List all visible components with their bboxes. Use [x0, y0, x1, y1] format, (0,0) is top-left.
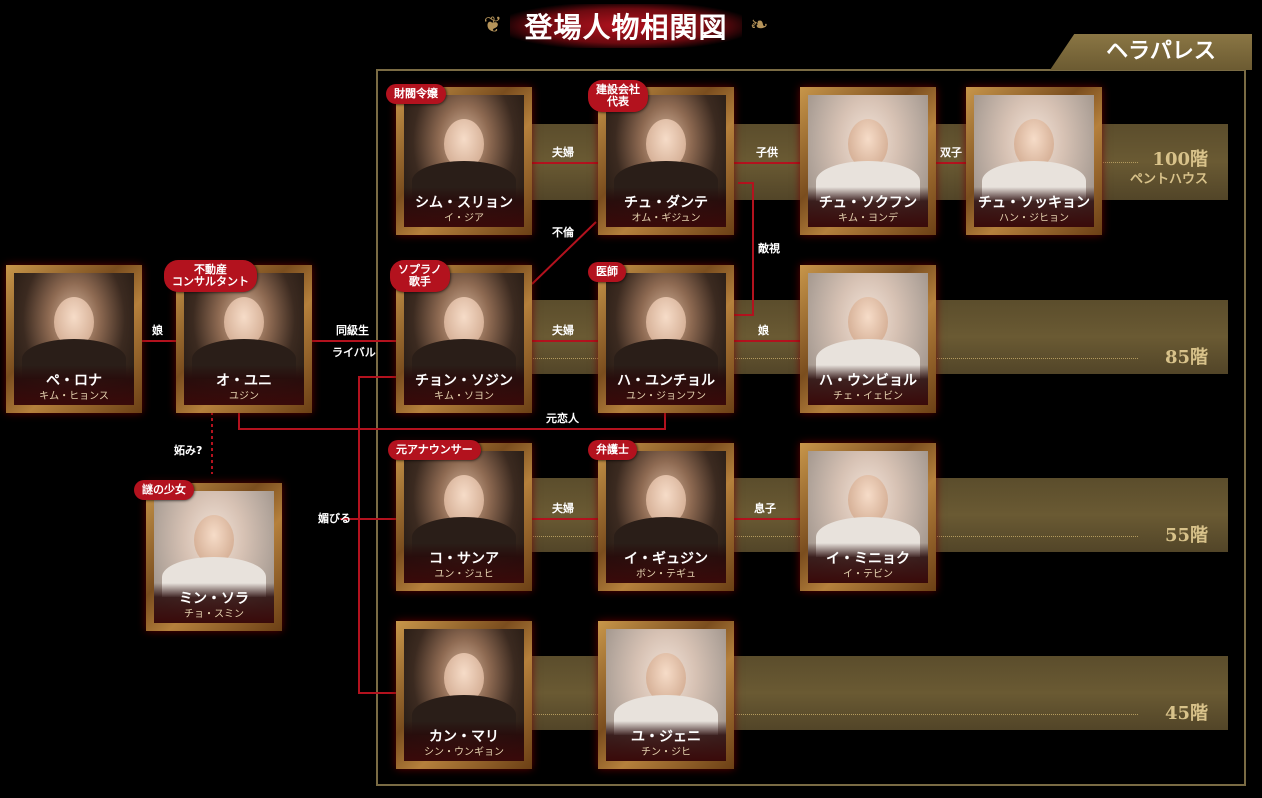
name-plate: イ・ギュジンボン・テギュ — [606, 543, 726, 583]
name-plate: オ・ユニユジン — [184, 365, 304, 405]
name-plate: ハ・ウンビョルチェ・イェビン — [808, 365, 928, 405]
actor-name: チョ・スミン — [154, 608, 274, 621]
role-badge-yunchol: 医師 — [588, 262, 626, 282]
character-name: ペ・ロナ — [14, 373, 134, 390]
portrait-frame: チュ・ソクフンキム・ヨンデ — [808, 95, 928, 227]
character-card-sokhun[interactable]: チュ・ソクフンキム・ヨンデ — [800, 87, 936, 235]
character-card-shim[interactable]: シム・スリョンイ・ジア — [396, 87, 532, 235]
character-name: チュ・ソクフン — [808, 195, 928, 212]
relation-label: 夫婦 — [552, 322, 574, 338]
actor-name: イ・テビン — [808, 568, 928, 581]
actor-name: チン・ジヒ — [606, 746, 726, 759]
portrait-frame: ハ・ウンビョルチェ・イェビン — [808, 273, 928, 405]
character-name: イ・ギュジン — [606, 551, 726, 568]
name-plate: コ・サンアユン・ジュヒ — [404, 543, 524, 583]
character-name: カン・マリ — [404, 729, 524, 746]
relation-label: 娘 — [152, 322, 163, 338]
portrait-frame: チョン・ソジンキム・ソヨン — [404, 273, 524, 405]
portrait-frame: シム・スリョンイ・ジア — [404, 95, 524, 227]
name-plate: チョン・ソジンキム・ソヨン — [404, 365, 524, 405]
character-name: チュ・ダンテ — [606, 195, 726, 212]
character-name: チョン・ソジン — [404, 373, 524, 390]
portrait-frame: ペ・ロナキム・ヒョンス — [14, 273, 134, 405]
portrait-frame: カン・マリシン・ウンギョン — [404, 629, 524, 761]
portrait-frame: オ・ユニユジン — [184, 273, 304, 405]
role-badge-sojin: ソプラノ 歌手 — [390, 260, 450, 292]
character-name: ハ・ユンチョル — [606, 373, 726, 390]
portrait-frame: イ・ギュジンボン・テギュ — [606, 451, 726, 583]
character-name: コ・サンア — [404, 551, 524, 568]
role-badge-yuni: 不動産 コンサルタント — [164, 260, 257, 292]
name-plate: シム・スリョンイ・ジア — [404, 187, 524, 227]
actor-name: ボン・テギュ — [606, 568, 726, 581]
relation-label: 息子 — [754, 500, 776, 516]
relation-label: 夫婦 — [552, 500, 574, 516]
role-badge-gyujin: 弁護士 — [588, 440, 637, 460]
character-card-sana[interactable]: コ・サンアユン・ジュヒ — [396, 443, 532, 591]
character-name: ハ・ウンビョル — [808, 373, 928, 390]
character-name: シム・スリョン — [404, 195, 524, 212]
name-plate: カン・マリシン・ウンギョン — [404, 721, 524, 761]
character-name: チュ・ソッキョン — [974, 195, 1094, 212]
role-badge-sora: 謎の少女 — [134, 480, 194, 500]
name-plate: ペ・ロナキム・ヒョンス — [14, 365, 134, 405]
relation-label: 元恋人 — [546, 410, 579, 426]
name-plate: ユ・ジェニチン・ジヒ — [606, 721, 726, 761]
name-plate: イ・ミニョクイ・テビン — [808, 543, 928, 583]
portrait-frame: イ・ミニョクイ・テビン — [808, 451, 928, 583]
character-card-unbyol[interactable]: ハ・ウンビョルチェ・イェビン — [800, 265, 936, 413]
portrait-frame: チュ・ソッキョンハン・ジヒョン — [974, 95, 1094, 227]
relation-label: 不倫 — [552, 224, 574, 240]
actor-name: ハン・ジヒョン — [974, 212, 1094, 225]
actor-name: キム・ソヨン — [404, 390, 524, 403]
relation-label: ライバル — [332, 344, 376, 360]
character-card-mari[interactable]: カン・マリシン・ウンギョン — [396, 621, 532, 769]
relation-label: 双子 — [940, 144, 962, 160]
portrait-frame: コ・サンアユン・ジュヒ — [404, 451, 524, 583]
character-card-jeni[interactable]: ユ・ジェニチン・ジヒ — [598, 621, 734, 769]
portrait-frame: ユ・ジェニチン・ジヒ — [606, 629, 726, 761]
relation-label: 同級生 — [336, 322, 369, 338]
relation-label: 敵視 — [758, 240, 780, 256]
character-name: オ・ユニ — [184, 373, 304, 390]
character-card-sokkyong[interactable]: チュ・ソッキョンハン・ジヒョン — [966, 87, 1102, 235]
name-plate: チュ・ソクフンキム・ヨンデ — [808, 187, 928, 227]
relation-label: 子供 — [756, 144, 778, 160]
name-plate: チュ・ソッキョンハン・ジヒョン — [974, 187, 1094, 227]
actor-name: キム・ヒョンス — [14, 390, 134, 403]
character-name: イ・ミニョク — [808, 551, 928, 568]
name-plate: ハ・ユンチョルユン・ジョンフン — [606, 365, 726, 405]
actor-name: ユン・ジュヒ — [404, 568, 524, 581]
name-plate: ミン・ソラチョ・スミン — [154, 583, 274, 623]
relation-label: 媚びる — [318, 510, 351, 526]
character-card-minhyok[interactable]: イ・ミニョクイ・テビン — [800, 443, 936, 591]
actor-name: チェ・イェビン — [808, 390, 928, 403]
role-badge-shim: 財閥令嬢 — [386, 84, 446, 104]
actor-name: オム・ギジュン — [606, 212, 726, 225]
actor-name: ユジン — [184, 390, 304, 403]
portrait-frame: ミン・ソラチョ・スミン — [154, 491, 274, 623]
role-badge-dante: 建設会社 代表 — [588, 80, 648, 112]
actor-name: ユン・ジョンフン — [606, 390, 726, 403]
actor-name: キム・ヨンデ — [808, 212, 928, 225]
portrait-frame: チュ・ダンテオム・ギジュン — [606, 95, 726, 227]
actor-name: イ・ジア — [404, 212, 524, 225]
actor-name: シン・ウンギョン — [404, 746, 524, 759]
character-card-sora[interactable]: ミン・ソラチョ・スミン — [146, 483, 282, 631]
relation-label: 娘 — [758, 322, 769, 338]
character-card-rona[interactable]: ペ・ロナキム・ヒョンス — [6, 265, 142, 413]
role-badge-sana: 元アナウンサー — [388, 440, 481, 460]
character-name: ミン・ソラ — [154, 591, 274, 608]
portrait-frame: ハ・ユンチョルユン・ジョンフン — [606, 273, 726, 405]
character-card-yunchol[interactable]: ハ・ユンチョルユン・ジョンフン — [598, 265, 734, 413]
relation-label: 夫婦 — [552, 144, 574, 160]
character-card-gyujin[interactable]: イ・ギュジンボン・テギュ — [598, 443, 734, 591]
name-plate: チュ・ダンテオム・ギジュン — [606, 187, 726, 227]
relation-label: 妬み? — [174, 442, 202, 458]
character-name: ユ・ジェニ — [606, 729, 726, 746]
